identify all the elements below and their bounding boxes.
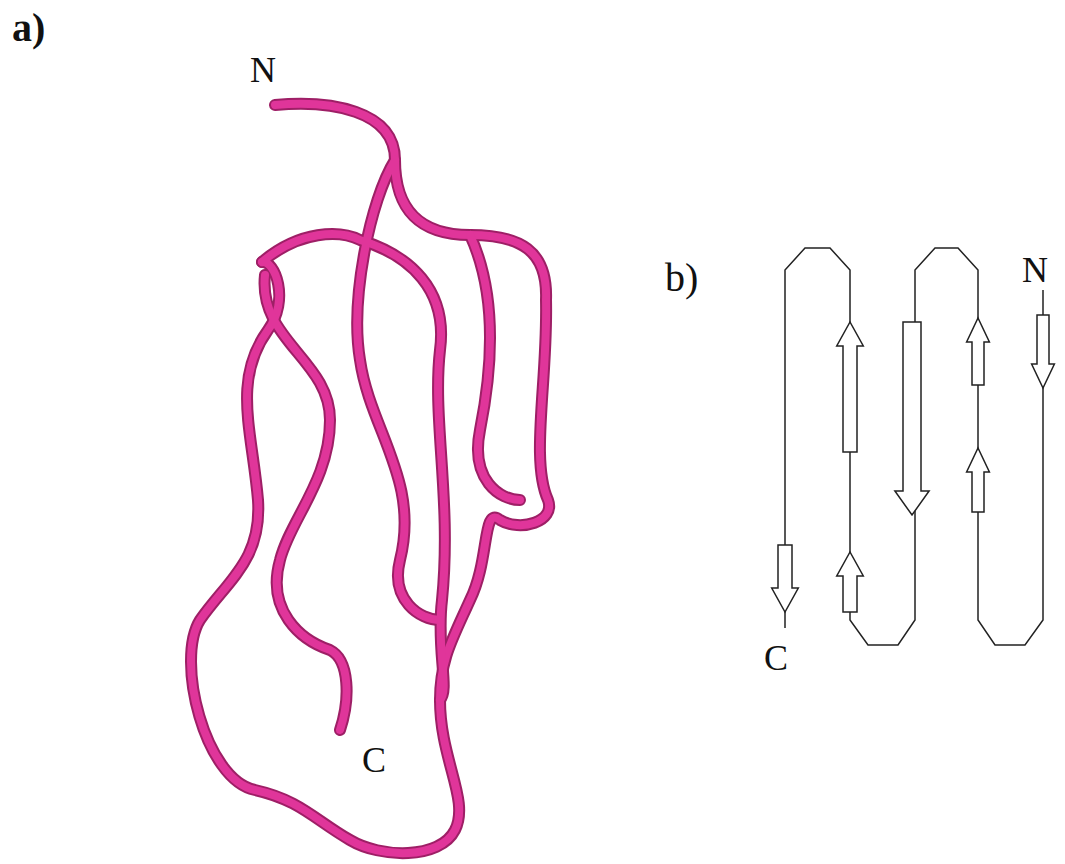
terminus-label: N: [1022, 252, 1048, 288]
chain-line: [785, 248, 1043, 645]
strand-arrow: [967, 318, 990, 385]
strand-arrow: [895, 322, 929, 515]
strand-arrow: [1032, 315, 1055, 388]
terminus-label: C: [764, 640, 788, 676]
terminus-label: N: [250, 52, 276, 88]
strand-arrow: [772, 545, 799, 612]
strand-arrow: [837, 322, 864, 452]
terminus-label: C: [362, 742, 386, 778]
panel-label: b): [665, 258, 698, 298]
ribbon-model: [191, 104, 549, 853]
strand-arrow: [967, 448, 990, 512]
strand-arrow: [837, 552, 864, 612]
panel-label: a): [12, 8, 45, 48]
topology-diagram: [772, 248, 1055, 645]
